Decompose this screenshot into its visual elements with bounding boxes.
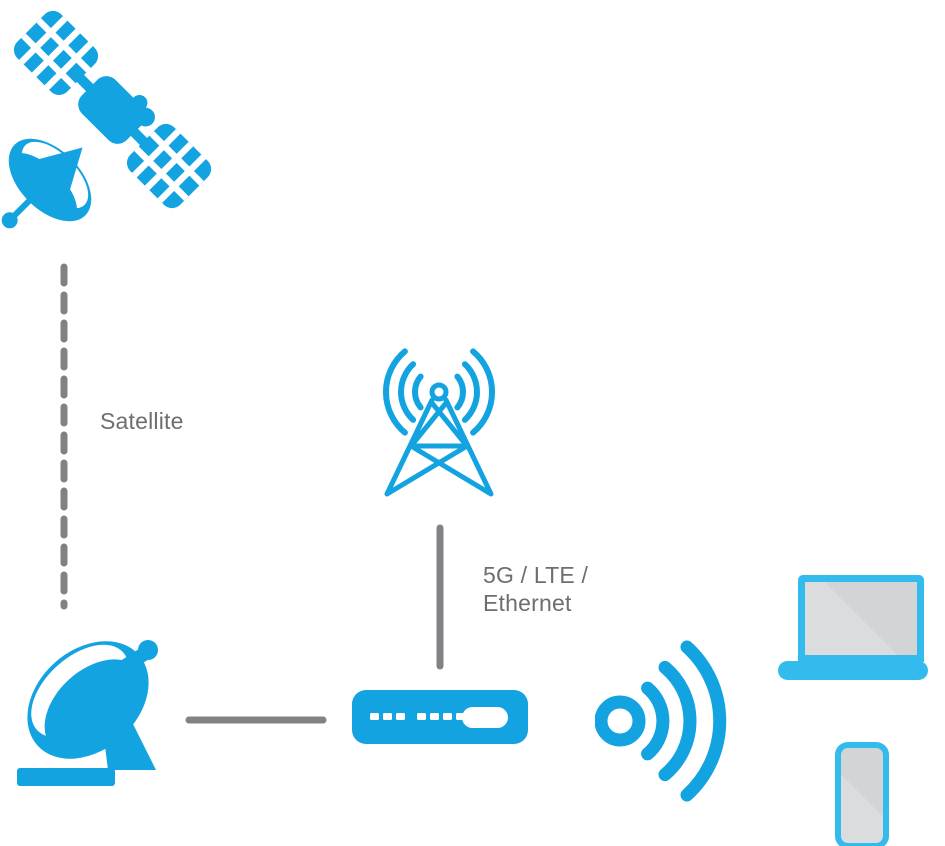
backhaul-label-line2: Ethernet — [483, 590, 572, 616]
dish-router-line — [185, 716, 327, 724]
tower-router-line — [436, 524, 444, 670]
cell-tower-icon — [382, 348, 496, 497]
router-led-lights — [370, 707, 508, 728]
router-port — [462, 707, 508, 728]
satellite-dish-part — [1, 138, 92, 229]
laptop-screen — [798, 575, 924, 662]
backhaul-label-line1: 5G / LTE / — [483, 562, 589, 588]
smartphone-icon — [835, 742, 889, 846]
router-icon — [352, 690, 528, 744]
satellite-dish-icon — [17, 640, 158, 786]
satellite-link-line — [60, 263, 68, 610]
backhaul-label: 5G / LTE / Ethernet — [483, 561, 588, 617]
laptop-icon — [778, 572, 928, 680]
laptop-base — [778, 661, 928, 680]
satellite-icon — [1, 10, 212, 229]
satellite-link-label: Satellite — [100, 408, 184, 434]
wifi-signal-icon — [595, 640, 727, 802]
